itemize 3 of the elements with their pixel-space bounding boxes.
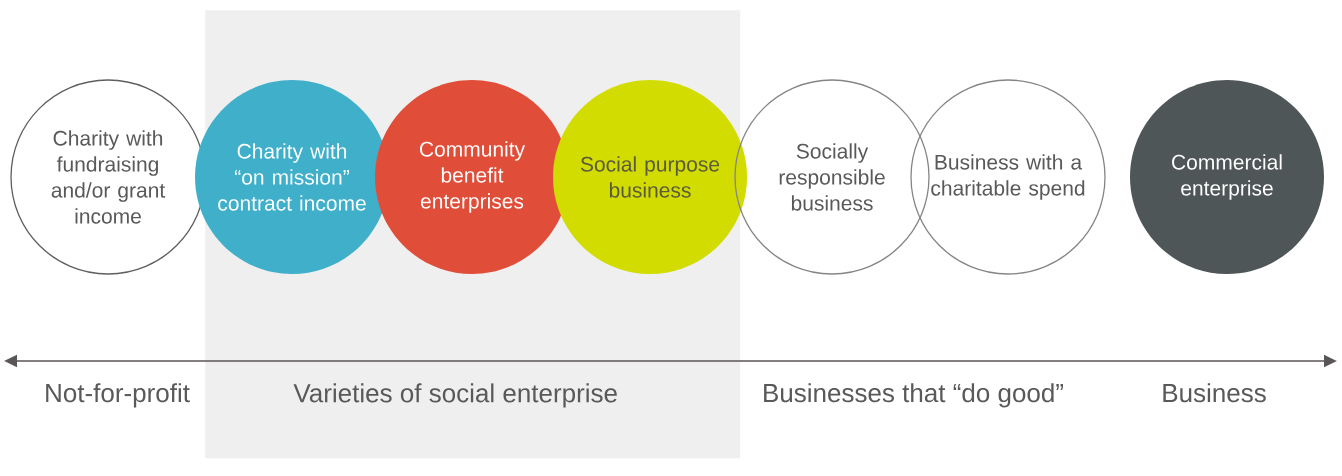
category-label: Business bbox=[1163, 383, 1266, 403]
category-label: Not-for-profit bbox=[46, 383, 190, 408]
category-label: Businesses that “do good” bbox=[764, 383, 1063, 408]
